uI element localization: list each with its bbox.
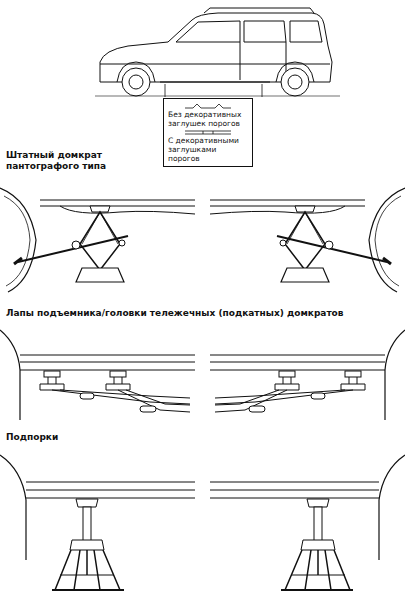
node-text: Без декоративных заглушек порогов	[168, 110, 248, 128]
scissor-jack-right	[210, 188, 405, 292]
section-heading: Лапы подъемника/головки тележечных (подк…	[6, 308, 399, 319]
sill-symbol-plain	[183, 103, 233, 109]
lift-arm-left	[0, 330, 195, 420]
jack-stand-right	[210, 455, 405, 590]
node-text: С декоративными заглушками порогов	[168, 136, 248, 163]
lift-arm-right	[210, 330, 405, 420]
jack-stand-left	[0, 455, 195, 590]
sill-symbol-cover	[183, 129, 233, 135]
section-heading: Штатный домкрат пантографого типа	[6, 150, 126, 172]
legend-box: Без декоративных заглушек порогов С декор…	[163, 98, 253, 167]
section-heading: Подпорки	[6, 432, 206, 443]
scissor-jack-left	[0, 188, 195, 292]
car-side-view	[95, 8, 340, 97]
